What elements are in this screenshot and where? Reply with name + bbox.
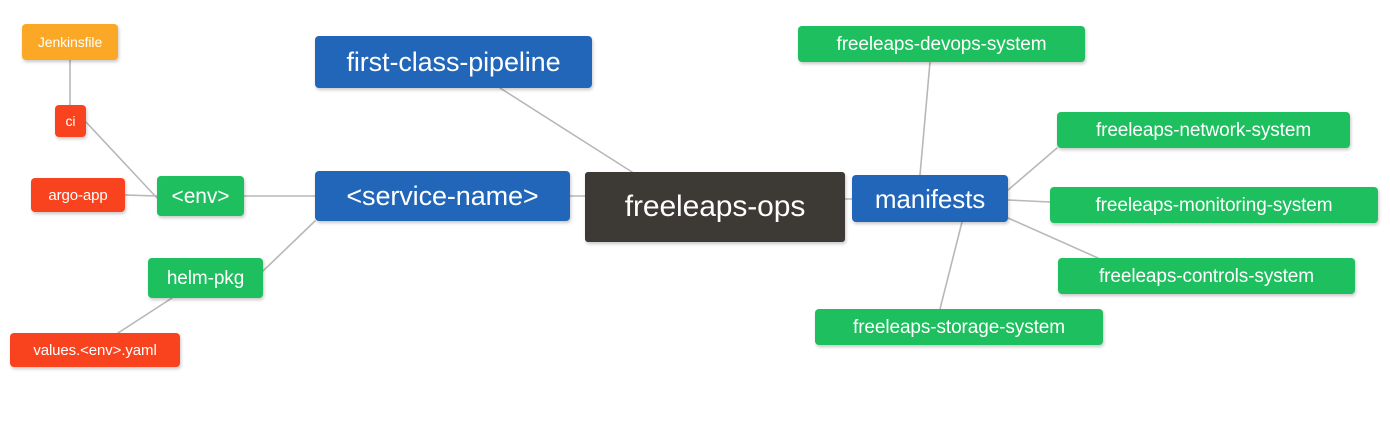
edge-manifests-to-network	[1007, 147, 1058, 191]
mindmap-node-network[interactable]: freeleaps-network-system	[1057, 112, 1350, 148]
edge-service-name-to-helm-pkg	[262, 220, 316, 272]
edge-manifests-to-monitoring	[1007, 199, 1051, 203]
edge-manifests-to-devops	[919, 61, 931, 176]
mindmap-node-devops[interactable]: freeleaps-devops-system	[798, 26, 1085, 62]
edge-argo-app-to-env	[124, 194, 158, 197]
mindmap-node-pipeline[interactable]: first-class-pipeline	[315, 36, 592, 88]
mindmap-node-helm-pkg[interactable]: helm-pkg	[148, 258, 263, 298]
edge-helm-pkg-to-values-yaml	[117, 297, 173, 334]
mindmap-node-manifests[interactable]: manifests	[852, 175, 1008, 222]
edge-pipeline-to-root	[499, 87, 633, 173]
edge-manifests-to-storage	[939, 221, 963, 310]
mindmap-node-argo-app[interactable]: argo-app	[31, 178, 125, 212]
mindmap-node-monitoring[interactable]: freeleaps-monitoring-system	[1050, 187, 1378, 223]
mindmap-node-values-yaml[interactable]: values.<env>.yaml	[10, 333, 180, 367]
mindmap-node-jenkinsfile[interactable]: Jenkinsfile	[22, 24, 118, 60]
mindmap-node-controls[interactable]: freeleaps-controls-system	[1058, 258, 1355, 294]
mindmap-node-env[interactable]: <env>	[157, 176, 244, 216]
mindmap-node-ci[interactable]: ci	[55, 105, 86, 137]
mindmap-node-root[interactable]: freeleaps-ops	[585, 172, 845, 242]
mindmap-node-storage[interactable]: freeleaps-storage-system	[815, 309, 1103, 345]
mindmap-node-service-name[interactable]: <service-name>	[315, 171, 570, 221]
edge-manifests-to-controls	[1007, 217, 1099, 259]
